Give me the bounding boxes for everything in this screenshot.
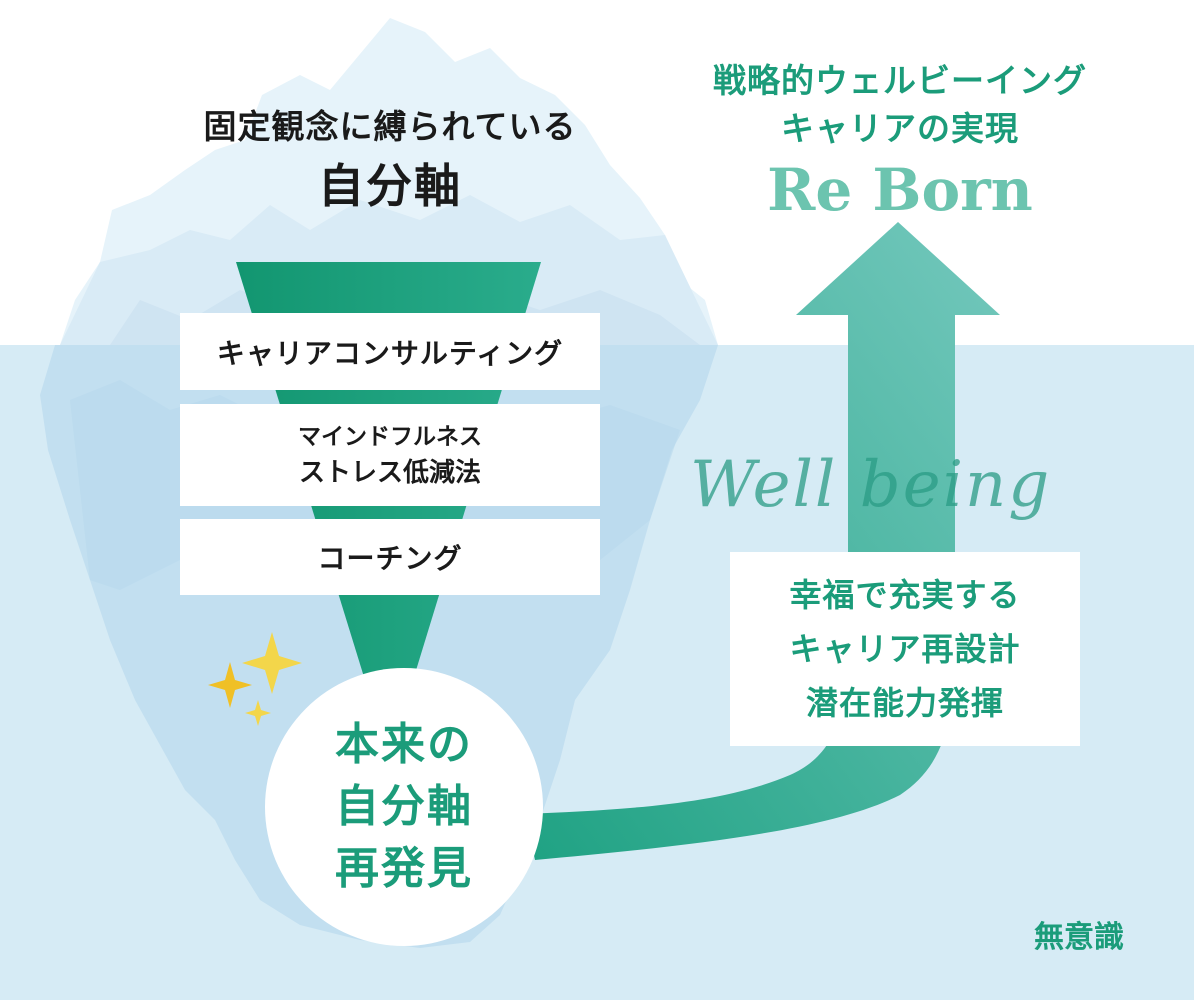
benefit-line1: 幸福で充実する	[789, 576, 1021, 614]
goal-title-line1: 戦略的ウェルビーイング	[713, 61, 1087, 100]
method-mindfulness: マインドフルネス ストレス低減法	[180, 404, 600, 506]
wellbeing-script-label: Well being	[690, 448, 1052, 522]
method-coaching: コーチング	[180, 519, 600, 595]
core-line3: 再発見	[335, 843, 473, 894]
method-mind-line1: マインドフルネス	[298, 424, 482, 450]
method-coaching-label: コーチング	[317, 542, 463, 575]
benefit-line3: 潜在能力発揮	[805, 684, 1004, 722]
benefits-box: 幸福で充実する キャリア再設計 潜在能力発揮	[730, 552, 1080, 746]
method-career-label: キャリアコンサルティング	[216, 336, 564, 370]
sparkle-icon	[242, 632, 302, 694]
sparkle-icon	[208, 662, 252, 708]
fixed-mindset-label: 固定観念に縛られている	[203, 107, 577, 146]
sparkle-icon	[245, 700, 271, 726]
core-line2: 自分軸	[335, 781, 473, 832]
benefit-line2: キャリア再設計	[789, 630, 1021, 668]
goal-title-line2: キャリアの実現	[781, 109, 1019, 148]
method-mind-line2: ストレス低減法	[298, 458, 481, 488]
self-axis-label: 自分軸	[318, 159, 462, 213]
true-self-circle: 本来の 自分軸 再発見	[265, 668, 543, 946]
reborn-label: Re Born	[767, 156, 1033, 224]
core-line1: 本来の	[335, 719, 473, 770]
method-career-consulting: キャリアコンサルティング	[180, 313, 600, 390]
unconscious-label: 無意識	[1034, 920, 1124, 955]
